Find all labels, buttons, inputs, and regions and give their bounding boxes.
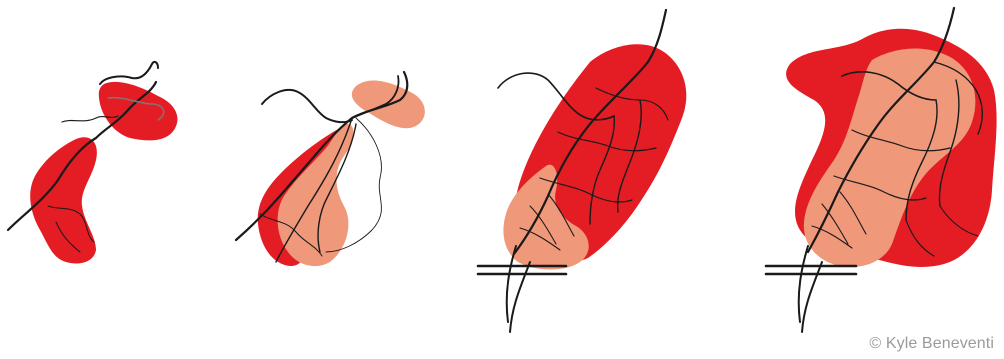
stage-2-stream-top-left: [262, 90, 352, 122]
copyright-credit: © Kyle Beneventi: [869, 335, 994, 353]
stage-4-road-curve: [799, 246, 822, 332]
stage-1-red-area-upper: [99, 82, 178, 140]
stage-3: [478, 10, 686, 332]
stage-3-road-double-line: [478, 266, 566, 274]
stage-4-road-double-line: [766, 266, 856, 274]
stage-4: [766, 8, 997, 332]
stage-2: [236, 72, 425, 266]
stage-1-stream-top: [100, 62, 158, 84]
stage-1: [8, 62, 177, 264]
